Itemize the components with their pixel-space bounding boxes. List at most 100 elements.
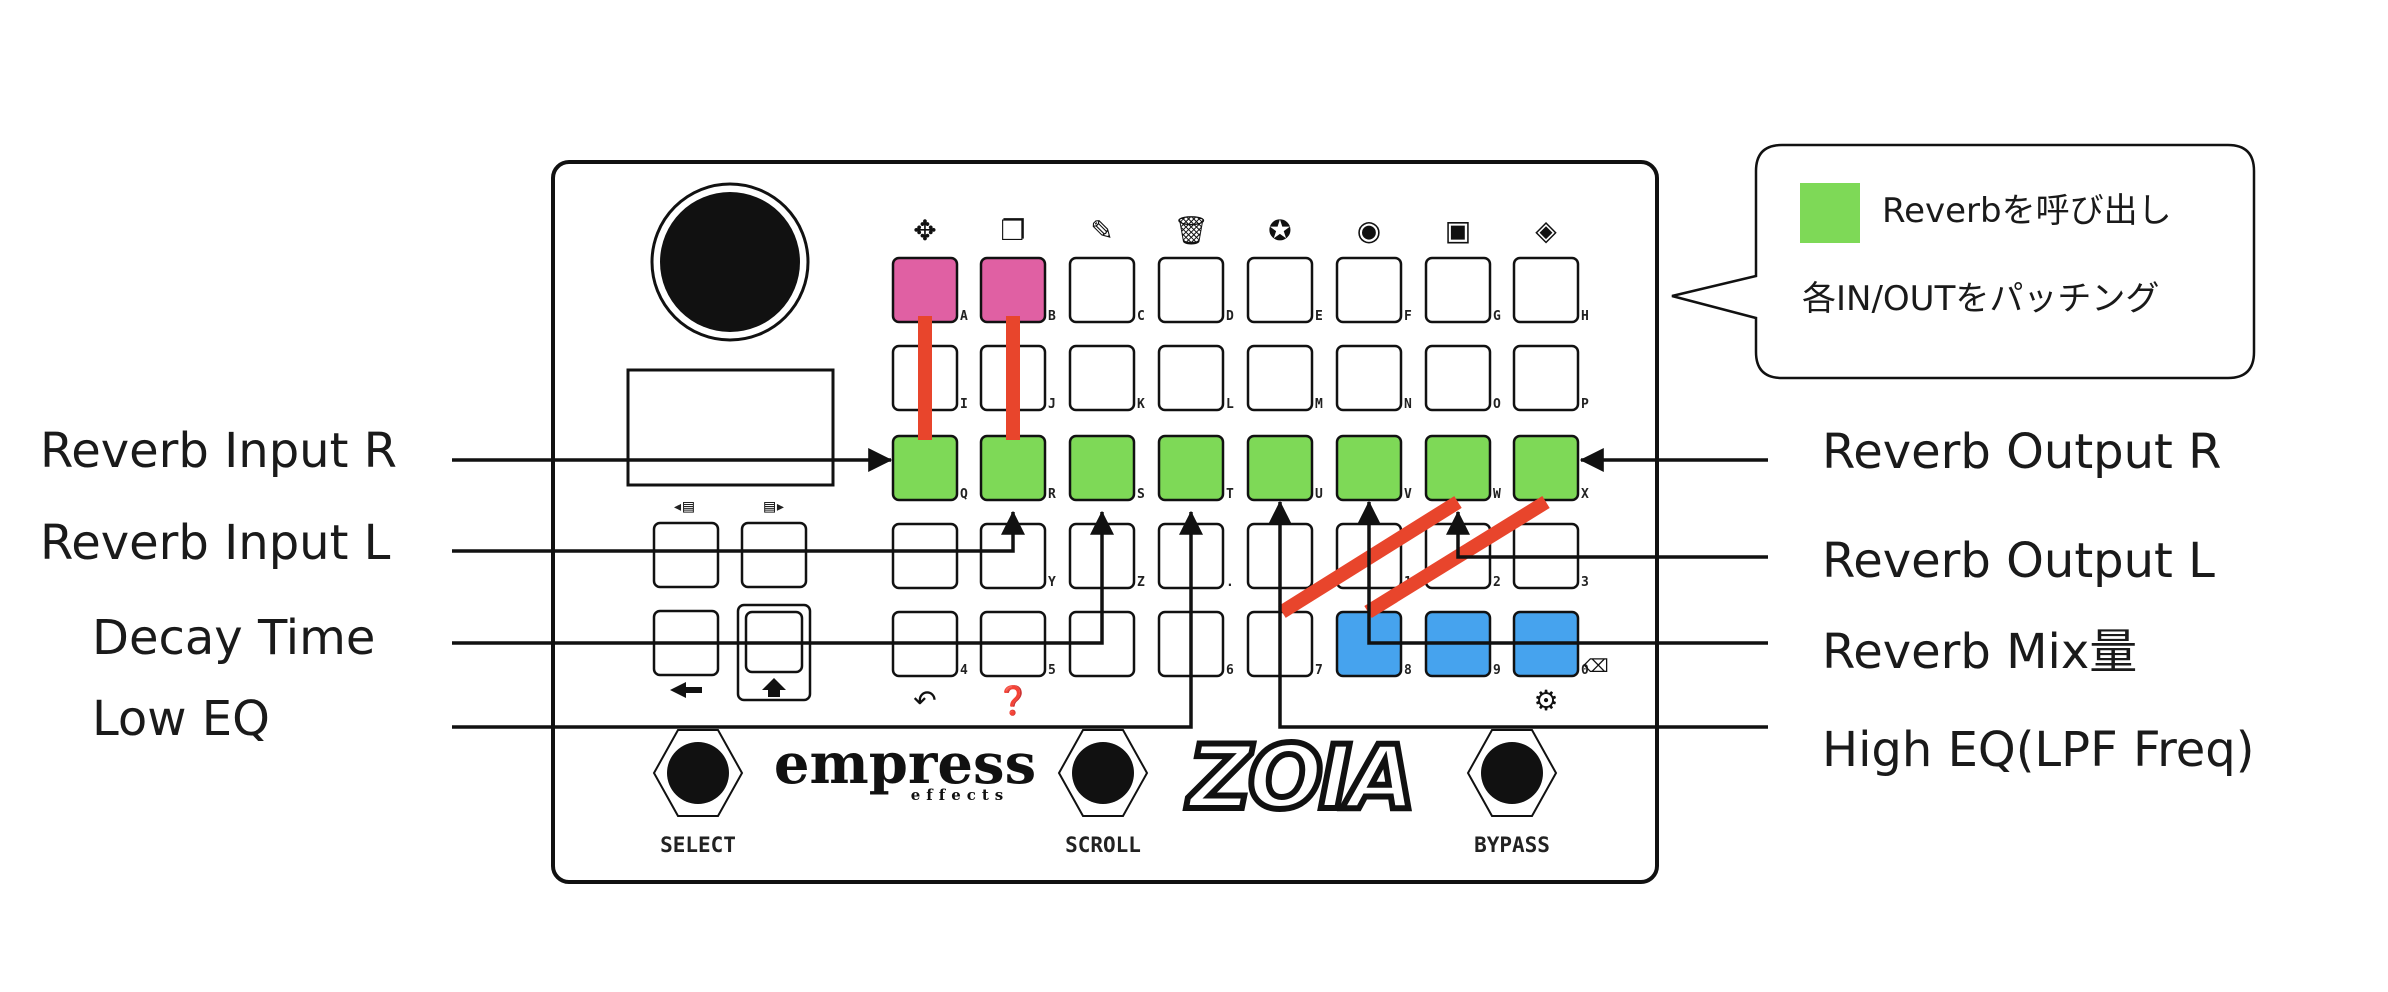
grid-button-F[interactable] (1335, 256, 1403, 324)
trash-icon: 🗑 (1173, 214, 1209, 247)
grid-button-G[interactable] (1424, 256, 1492, 324)
grid-key-label: T (1226, 487, 1234, 502)
footswitches: SELECT SCROLL BYPASS (652, 729, 1558, 857)
page-left-button[interactable] (652, 521, 720, 589)
label-decay-time: Decay Time (92, 610, 375, 666)
grid-button-W[interactable] (1424, 434, 1492, 502)
arrow-input-l (452, 510, 1025, 553)
grid-key-label: L (1226, 397, 1234, 412)
grid-key-label: W (1493, 487, 1501, 502)
callout-bubble: Reverbを呼び出し 各IN/OUTをパッチング (1671, 143, 2256, 380)
grid-key-label: H (1581, 309, 1589, 324)
empress-logo: empress (774, 731, 1036, 797)
page-right-icon: ▤▸ (764, 496, 786, 517)
grid-button-B[interactable] (979, 256, 1047, 324)
dice-icon: ◈ (1535, 214, 1557, 247)
grid-key-label: . (1226, 575, 1234, 590)
arrow-decay-time (452, 510, 1114, 645)
back-arrow-icon (670, 682, 702, 698)
grid-button-E[interactable] (1246, 256, 1314, 324)
page-right-button[interactable] (740, 521, 808, 589)
grid-button-V[interactable] (1335, 434, 1403, 502)
callout-green-swatch (1800, 183, 1860, 243)
callout-outline (1671, 143, 2256, 380)
grid-button-Q[interactable] (891, 434, 959, 502)
grid-button-P[interactable] (1512, 344, 1580, 412)
zoia-logo-text: ZOIA (1185, 726, 1411, 829)
grid-button-X[interactable] (1512, 434, 1580, 502)
grid-key-label: F (1404, 309, 1412, 324)
grid-button-D[interactable] (1157, 256, 1225, 324)
grid-key-label: C (1137, 309, 1145, 324)
arrow-output-l (1446, 510, 1768, 559)
zoia-logo: ZOIA (1182, 723, 1418, 832)
edit-icon: ✎ (1090, 214, 1113, 247)
undo-icon: ↶ (913, 684, 936, 717)
grid-button-C[interactable] (1068, 256, 1136, 324)
right-annotations: Reverb Output R Reverb Output L Reverb M… (1268, 424, 2255, 778)
label-reverb-mix: Reverb Mix量 (1822, 624, 2137, 680)
grid-button-R[interactable] (979, 434, 1047, 502)
grid-key-label: 4 (960, 663, 968, 678)
grid-key-label: S (1137, 487, 1145, 502)
grid-key-label: 2 (1493, 575, 1501, 590)
eye-icon: ◉ (1357, 214, 1381, 247)
select-label: SELECT (660, 833, 736, 857)
grid-button-O[interactable] (1424, 344, 1492, 412)
grid-key-label: K (1137, 397, 1145, 412)
label-reverb-input-l: Reverb Input L (40, 515, 391, 571)
grid-button-L[interactable] (1157, 344, 1225, 412)
grid-key-label: D (1226, 309, 1234, 324)
grid-key-label: 7 (1315, 663, 1323, 678)
grid-button-S[interactable] (1068, 434, 1136, 502)
grid-key-label: U (1315, 487, 1323, 502)
grid-key-label: Q (960, 487, 968, 502)
arrow-mix (1357, 500, 1768, 645)
grid-key-label: 0 (1581, 663, 1589, 678)
grid-key-label: B (1048, 309, 1056, 324)
grid-key-label: I (960, 397, 968, 412)
grid-key-label: J (1048, 397, 1056, 412)
label-reverb-output-r: Reverb Output R (1822, 424, 2221, 480)
grid-key-label: G (1493, 309, 1501, 324)
encoder-knob-cap[interactable] (660, 192, 800, 332)
select-footswitch[interactable] (667, 742, 729, 804)
grid-key-label: Z (1137, 575, 1145, 590)
left-nav-buttons: ◂▤ ▤▸ (652, 496, 812, 702)
callout-line2: 各IN/OUTをパッチング (1802, 279, 2159, 319)
move-icon: ✥ (913, 214, 936, 247)
display-screen (626, 368, 835, 487)
grid-key-label: 6 (1226, 663, 1234, 678)
grid-key-label: Y (1048, 575, 1056, 590)
label-reverb-output-l: Reverb Output L (1822, 533, 2215, 589)
scroll-label: SCROLL (1065, 833, 1141, 857)
arrow-low-eq (452, 510, 1203, 729)
grid-button-H[interactable] (1512, 256, 1580, 324)
grid-key-label: M (1315, 397, 1323, 412)
label-reverb-input-r: Reverb Input R (40, 423, 397, 479)
empress-logo-sub: effects (911, 786, 1010, 804)
grid-button-M[interactable] (1246, 344, 1314, 412)
grid-button-K[interactable] (1068, 344, 1136, 412)
grid-key-label: 8 (1404, 663, 1412, 678)
left-annotations: Reverb Input R Reverb Input L Decay Time… (40, 423, 1203, 747)
help-icon: ❓ (996, 684, 1031, 717)
grid-button-T[interactable] (1157, 434, 1225, 502)
grid-button-U[interactable] (1246, 434, 1314, 502)
grid-key-label: R (1048, 487, 1056, 502)
copy-icon: ❐ (1000, 214, 1025, 247)
grid-button-N[interactable] (1335, 344, 1403, 412)
label-low-eq: Low EQ (92, 691, 270, 747)
grid-key-label: E (1315, 309, 1323, 324)
top-icon-row: ✥❐✎🗑✪◉▣◈↶❓⚙⌫ (913, 214, 1608, 717)
grid-button-r3c0[interactable] (891, 522, 959, 590)
grid-key-label: A (960, 309, 968, 324)
scroll-footswitch[interactable] (1072, 742, 1134, 804)
backspace-icon: ⌫ (1583, 656, 1608, 677)
grid-button-A[interactable] (891, 256, 959, 324)
save-icon: ▣ (1445, 214, 1471, 247)
grid-key-label: V (1404, 487, 1412, 502)
bypass-footswitch[interactable] (1481, 742, 1543, 804)
grid-key-label: 3 (1581, 575, 1589, 590)
